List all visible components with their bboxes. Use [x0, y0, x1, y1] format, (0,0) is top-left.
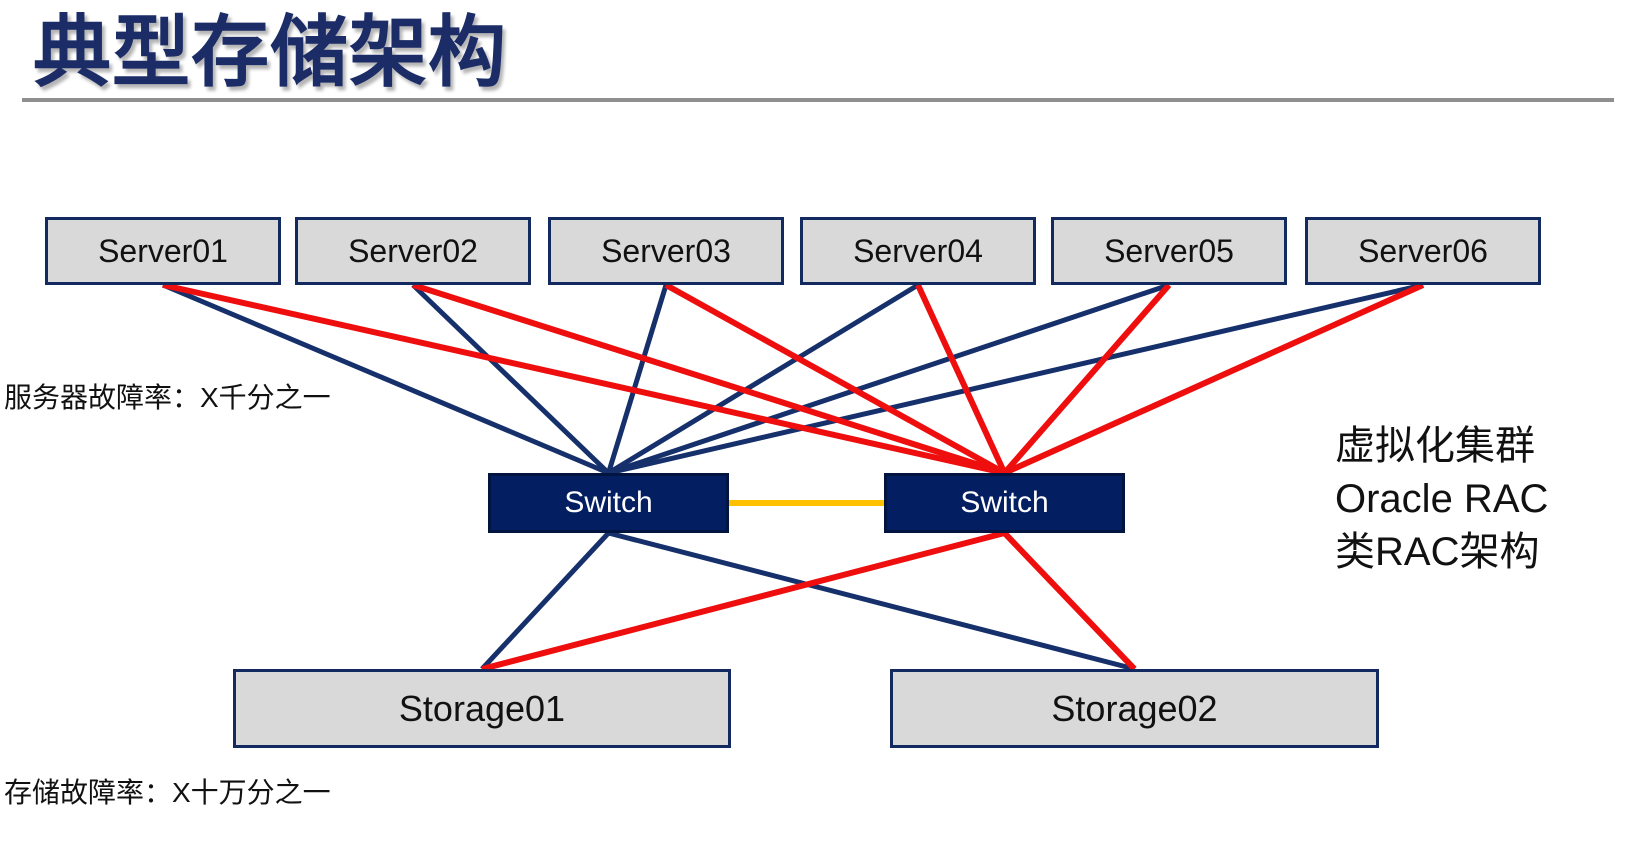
page-title: 典型存储架构	[33, 8, 508, 96]
link-server06-switch-b	[1003, 282, 1425, 476]
link-server02-switch-b	[412, 282, 1006, 476]
title-divider-line	[22, 98, 1614, 102]
link-server03-switch-a	[606, 284, 669, 474]
link-switch-b-storage02	[1002, 530, 1137, 672]
link-server02-switch-a	[411, 283, 611, 475]
switch-b-label: Switch	[960, 486, 1049, 519]
server04-box: Server04	[800, 217, 1036, 285]
server05-label: Server05	[1104, 232, 1234, 269]
link-server04-switch-b	[915, 283, 1008, 475]
server06-box: Server06	[1305, 217, 1541, 285]
link-server05-switch-b	[1002, 283, 1172, 475]
annotation-line-1: 虚拟化集群	[1335, 424, 1535, 468]
server03-box: Server03	[548, 217, 784, 285]
link-switch-b-storage01	[481, 530, 1006, 672]
annotation-line-3: 类RAC架构	[1335, 530, 1540, 574]
storage02-label: Storage02	[1051, 687, 1218, 729]
storage02-box: Storage02	[890, 669, 1379, 748]
annotation-line-2: Oracle RAC	[1335, 477, 1549, 521]
storage01-label: Storage01	[398, 687, 566, 729]
storage01-box: Storage01	[233, 669, 731, 748]
link-server03-switch-b	[664, 282, 1006, 476]
link-server01-switch-b	[162, 282, 1006, 476]
storage-failure-rate-label: 存储故障率：X十万分之一	[4, 777, 331, 808]
server06-label: Server06	[1358, 232, 1488, 269]
link-server06-switch-a	[607, 282, 1424, 476]
server01-label: Server01	[98, 232, 228, 269]
server03-label: Server03	[601, 232, 731, 269]
link-server04-switch-a	[607, 282, 920, 476]
link-server01-switch-a	[162, 282, 610, 476]
server02-label: Server02	[348, 232, 478, 269]
cluster-annotation: 虚拟化集群 Oracle RAC 类RAC架构	[1335, 420, 1548, 579]
switch-a-box: Switch	[488, 473, 729, 533]
switch-a-label: Switch	[564, 486, 653, 519]
server-failure-rate-label: 服务器故障率：X千分之一	[4, 382, 331, 413]
server02-box: Server02	[295, 217, 531, 285]
server04-label: Server04	[853, 232, 983, 269]
link-switch-a-storage02	[607, 530, 1136, 672]
link-switch-a-storage01	[480, 531, 611, 671]
link-server05-switch-a	[607, 282, 1170, 476]
switch-b-box: Switch	[884, 473, 1125, 533]
server01-box: Server01	[45, 217, 281, 285]
server05-box: Server05	[1051, 217, 1287, 285]
